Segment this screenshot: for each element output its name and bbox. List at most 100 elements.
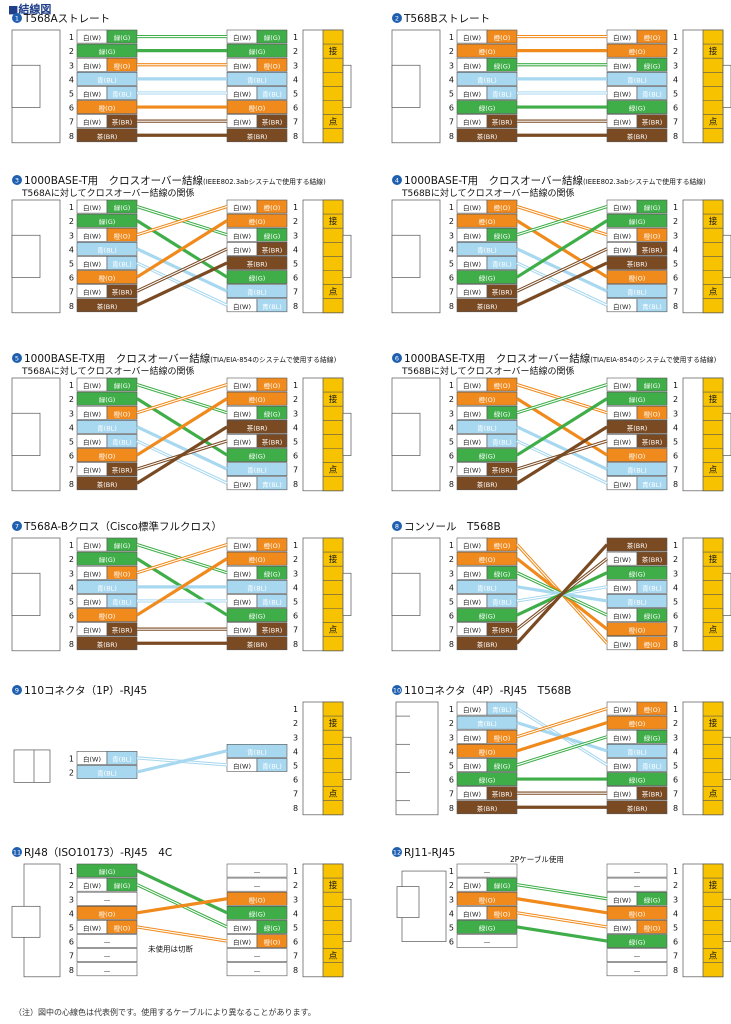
left-pin-1-color-label: 緑(G): [114, 381, 131, 390]
left-pin-5-color-label: 緑(G): [494, 762, 511, 771]
panel-number-badge: [12, 847, 22, 857]
right-pin-1-solid-label: —: [254, 868, 261, 876]
right-pin-1-color-label: 緑(G): [644, 381, 661, 390]
left-pin-4-solid-label: 青(BL): [477, 583, 497, 592]
right-pin-number: 4: [293, 423, 298, 432]
right-pin-3-color-label: 緑(G): [264, 409, 281, 418]
wire-o: [516, 897, 608, 915]
left-pin-number: 3: [449, 409, 454, 418]
left-pin-number: 2: [449, 395, 454, 404]
wire-o: [136, 219, 228, 279]
right-pin-4-solid-label: 茶(BR): [627, 423, 648, 432]
left-pin-number: 8: [69, 132, 74, 141]
right-pin-number: 2: [293, 217, 298, 226]
left-pin-number: 3: [69, 231, 74, 240]
right-pin-8-color-half: [636, 298, 668, 313]
left-pin-number: 1: [69, 203, 74, 212]
wire-g: [516, 925, 608, 943]
left-pin-number: 8: [69, 966, 74, 975]
left-pin-number: 1: [69, 754, 74, 763]
rj45-latch: [722, 572, 731, 616]
wire-wo-stripe: [516, 912, 608, 928]
wire-wbr-stripe: [516, 248, 608, 292]
right-pin-4-solid-label: 茶(BR): [247, 423, 268, 432]
panel-number: 8: [395, 523, 399, 531]
left-pin-2-white-label: 白(W): [83, 881, 101, 890]
right-pin-number: 1: [293, 541, 298, 550]
right-pin-2-solid-label: 橙(O): [249, 395, 266, 404]
left-pin-number: 2: [69, 395, 74, 404]
left-pin-number: 5: [69, 90, 74, 99]
left-pin-number: 7: [449, 626, 454, 635]
left-pin-number: 5: [449, 762, 454, 771]
right-pin-number: 6: [293, 776, 298, 785]
panel-number-badge: [392, 685, 402, 695]
right-pin-8-color-label: 橙(O): [644, 640, 661, 649]
left-pin-5-white-label: 白(W): [463, 90, 481, 99]
right-pin-number: 3: [673, 61, 678, 70]
right-pin-number: 7: [293, 466, 298, 475]
panel-title: 1000BASE-TX用 クロスオーバー結線(TIA/EIA-854のシステムで…: [404, 352, 717, 365]
left-pin-3-white-label: 白(W): [83, 61, 101, 70]
left-pin-number: 4: [449, 909, 454, 918]
panel-title-small: (TIA/EIA-854のシステムで使用する結線): [590, 355, 716, 364]
left-pin-6-solid-label: —: [104, 939, 111, 947]
right-pin-2-white-label: 白(W): [613, 555, 631, 564]
right-pin-number: 3: [293, 733, 298, 742]
right-pin-number: 6: [673, 612, 678, 621]
right-pin-1-color-label: 橙(O): [264, 203, 281, 212]
right-pin-6-color-half: [636, 608, 668, 622]
right-pin-4-color-label: 青(BL): [642, 583, 662, 592]
right-pin-number: 8: [293, 640, 298, 649]
right-pin-8-white-label: 白(W): [613, 480, 631, 489]
left-pin-4-color-label: 橙(O): [494, 909, 511, 918]
contact-label-bottom: 点: [709, 790, 718, 800]
left-pin-2-solid-label: 緑(G): [99, 555, 116, 564]
left-pin-4-white-label: 白(W): [463, 909, 481, 918]
panel-title: T568Bストレート: [403, 13, 490, 25]
left-pin-4-solid-label: 青(BL): [97, 245, 117, 254]
right-pin-3-color-label: 橙(O): [644, 409, 661, 418]
right-pin-4-solid-label: 橙(O): [629, 909, 646, 918]
left-pin-1-color-label: 青(BL): [112, 754, 132, 763]
right-pin-1-color-label: 橙(O): [264, 541, 281, 550]
right-pin-1-white-label: 白(W): [233, 203, 251, 212]
left-pin-number: 7: [69, 288, 74, 297]
wire-wo-stripe: [516, 708, 608, 738]
right-pin-5-solid-label: 茶(BR): [247, 260, 268, 269]
left-pin-1-white-label: 白(W): [83, 541, 101, 550]
right-pin-3-white-label: 白(W): [233, 569, 251, 578]
left-pin-6-solid-label: 緑(G): [479, 452, 496, 461]
left-pin-1-color-label: 橙(O): [494, 203, 511, 212]
left-pin-number: 6: [449, 938, 454, 947]
right-pin-3-white-label: 白(W): [233, 61, 251, 70]
left-pin-3-color-label: 緑(G): [494, 61, 511, 70]
left-pin-number: 6: [69, 104, 74, 113]
right-pin-number: 3: [293, 409, 298, 418]
right-pin-6-solid-label: 緑(G): [629, 776, 646, 785]
left-pin-2-solid: [456, 551, 518, 566]
left-pin-5-white-label: 白(W): [83, 260, 101, 269]
left-pin-2-solid: [76, 551, 138, 566]
left-pin-3-color-label: 橙(O): [114, 231, 131, 240]
right-pin-number: 2: [673, 217, 678, 226]
rj45-latch: [342, 412, 352, 456]
left-pin-7-color-label: 茶(BR): [492, 466, 513, 475]
right-pin-number: 8: [673, 966, 678, 975]
left-pin-number: 5: [449, 260, 454, 269]
left-pin-3-white-label: 白(W): [463, 231, 481, 240]
left-110p-body: [395, 701, 439, 816]
wire-wg-stripe: [516, 206, 608, 236]
right-pin-3-color-label: 橙(O): [264, 61, 281, 70]
left-pin-number: 8: [449, 804, 454, 813]
panel-title-small: (IEEE802.3abシステムで使用する結線): [203, 177, 326, 186]
left-pin-8-solid-label: 茶(BR): [97, 302, 118, 311]
wire-wbr-stripe: [136, 248, 228, 292]
right-pin-1-white-label: 白(W): [233, 33, 251, 42]
left-pin-4-solid-label: 青(BL): [97, 583, 117, 592]
left-pin-5-white-label: 白(W): [463, 598, 481, 607]
left-pin-number: 4: [69, 245, 74, 254]
left-pin-7-white-label: 白(W): [83, 288, 101, 297]
